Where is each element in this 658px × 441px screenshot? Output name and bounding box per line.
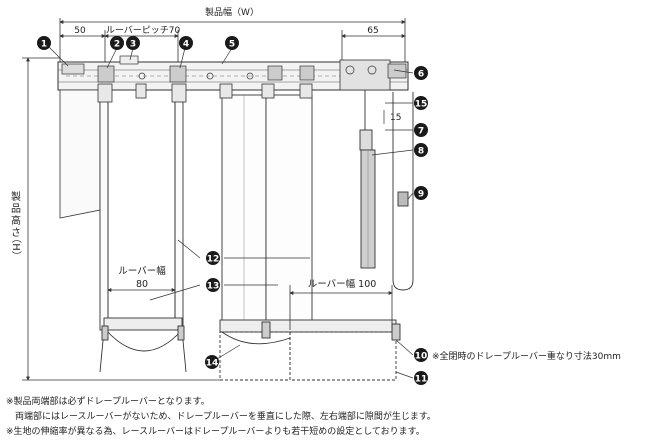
svg-text:高: 高: [11, 214, 21, 227]
svg-text:15: 15: [415, 100, 428, 110]
callout-12: 12: [206, 251, 220, 265]
callout-1: 1: [37, 36, 51, 50]
svg-text:7: 7: [418, 127, 424, 137]
callout-8: 8: [414, 143, 428, 157]
callout-14: 14: [205, 355, 219, 369]
bottom-chain-left: [99, 317, 187, 373]
svg-text:9: 9: [418, 190, 424, 200]
callout-5: 5: [225, 36, 239, 50]
note-line-3: ※生地の伸縮率が異なる為、レースルーバーはドレープルーバーよりも若干短めの設定と…: [6, 427, 425, 437]
svg-text:14: 14: [206, 359, 219, 369]
side-note: ※全閉時のドレープルーバー重なり寸法30mm: [432, 352, 621, 362]
width-dimension: [59, 18, 406, 62]
svg-text:6: 6: [418, 70, 424, 80]
svg-text:10: 10: [415, 352, 428, 362]
svg-text:4: 4: [183, 40, 189, 50]
svg-text:5: 5: [229, 40, 235, 50]
svg-text:13: 13: [207, 282, 220, 292]
svg-text:12: 12: [207, 255, 220, 265]
callout-11: 11: [414, 371, 428, 385]
note-line-1: ※製品両端部は必ずドレープルーバーとなります。: [6, 397, 210, 407]
left-drape-fragment: [59, 89, 101, 219]
height-dimension: [22, 57, 220, 381]
svg-text:品: 品: [11, 203, 21, 215]
operating-wand: [359, 90, 414, 291]
svg-text:1: 1: [41, 40, 47, 50]
callout-2: 2: [110, 36, 124, 50]
note-line-2: 両端部にはレースルーバーがないため、ドレープルーバーを垂直にした際、左右端部に隙…: [6, 412, 436, 422]
louver-pitch-label: ルーバーピッチ70: [106, 25, 181, 36]
svg-text:2: 2: [114, 40, 120, 50]
bottom-chain-right: [219, 319, 401, 381]
callout-13: 13: [206, 278, 220, 292]
louver-width-label-1: ルーバー幅: [118, 265, 166, 277]
callout-badges: 1 2 3 4 5 6 15 7 8 9 12 13 14 10 11: [37, 36, 428, 385]
louver-lace-left: [99, 94, 184, 331]
svg-text:8: 8: [418, 147, 424, 157]
callout-15: 15: [414, 96, 428, 110]
callout-7: 7: [414, 123, 428, 137]
callout-4: 4: [179, 36, 193, 50]
right-offset-label: 65: [367, 26, 378, 36]
hanger-clips: [97, 83, 313, 103]
svg-text:（H）: （H）: [10, 233, 22, 261]
left-offset-label: 50: [74, 26, 86, 36]
louver-width-value-1: 80: [136, 279, 148, 290]
louver-drape-center: [221, 94, 313, 331]
product-width-label: 製品幅（W）: [205, 6, 259, 18]
callout-6: 6: [414, 66, 428, 80]
callout-9: 9: [414, 186, 428, 200]
head-rail: [57, 55, 409, 91]
svg-text:さ: さ: [11, 227, 21, 239]
svg-text:11: 11: [415, 375, 428, 385]
svg-text:3: 3: [130, 40, 136, 50]
callout-3: 3: [126, 36, 140, 50]
louver-width-100: [289, 285, 393, 330]
product-height-label: 製 品 高 さ （H）: [10, 190, 22, 261]
svg-text:製: 製: [11, 190, 21, 203]
side-dim-15-label: 15: [390, 113, 401, 123]
callout-10: 10: [414, 348, 428, 362]
louver-width-label-2: ルーバー幅 100: [308, 278, 377, 290]
